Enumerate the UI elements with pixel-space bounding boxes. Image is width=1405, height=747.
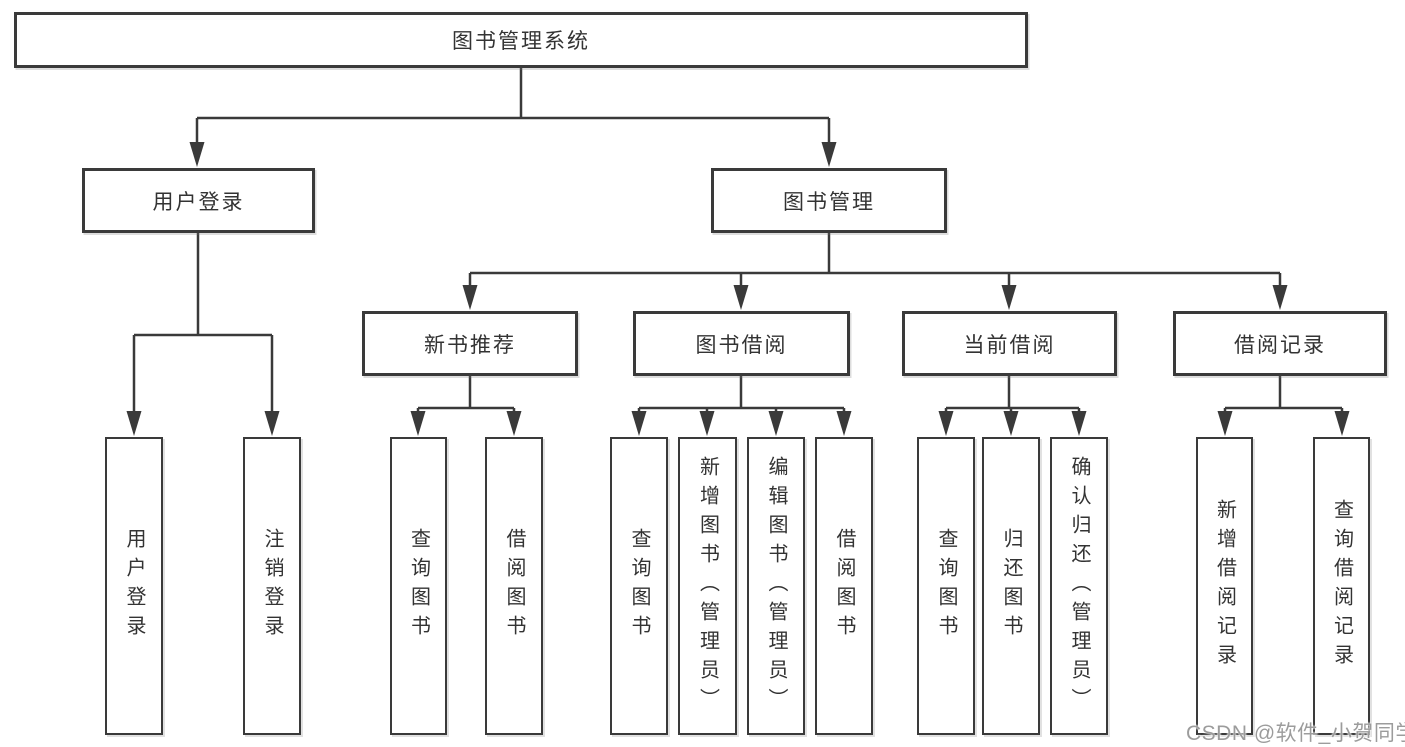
- node-root-system: 图书管理系统: [14, 12, 1028, 68]
- node-label: 图书借阅: [695, 333, 788, 357]
- leaf-borrow-books-recommend: 借阅图书: [485, 437, 543, 735]
- node-label: 查询图书: [628, 528, 650, 644]
- leaf-edit-book-admin: 编辑图书（管理员）: [747, 437, 805, 735]
- node-label: 借阅记录: [1234, 333, 1326, 357]
- node-label: 新增借阅记录: [1213, 499, 1236, 673]
- node-user-login: 用户登录: [82, 168, 315, 233]
- leaf-query-books-current: 查询图书: [917, 437, 975, 735]
- leaf-return-book: 归还图书: [982, 437, 1040, 735]
- node-borrow-records: 借阅记录: [1173, 311, 1387, 376]
- node-label: 借阅图书: [503, 528, 525, 644]
- node-label: 借阅图书: [833, 528, 855, 644]
- node-book-borrowing: 图书借阅: [633, 311, 850, 376]
- leaf-query-books-borrow: 查询图书: [610, 437, 668, 735]
- node-label: 归还图书: [1000, 528, 1022, 644]
- node-label: 图书管理系统: [452, 30, 590, 53]
- csdn-watermark: CSDN @软件_小贺同学: [1186, 722, 1405, 745]
- node-label: 编辑图书（管理员）: [765, 455, 787, 717]
- node-label: 查询图书: [407, 528, 430, 644]
- node-label: 新书推荐: [424, 333, 516, 357]
- node-label: 查询借阅记录: [1330, 499, 1353, 673]
- leaf-query-borrow-record: 查询借阅记录: [1313, 437, 1370, 735]
- node-label: 确认归还（管理员）: [1068, 455, 1090, 717]
- leaf-user-login: 用户登录: [105, 437, 163, 735]
- leaf-logout: 注销登录: [243, 437, 301, 735]
- leaf-add-borrow-record: 新增借阅记录: [1196, 437, 1253, 735]
- node-label: 当前借阅: [963, 333, 1056, 357]
- node-new-book-recommend: 新书推荐: [362, 311, 578, 376]
- node-label: 图书管理: [783, 190, 875, 214]
- node-book-management: 图书管理: [711, 168, 947, 233]
- node-label: 用户登录: [123, 528, 145, 644]
- leaf-confirm-return-admin: 确认归还（管理员）: [1050, 437, 1108, 735]
- leaf-add-book-admin: 新增图书（管理员）: [678, 437, 737, 735]
- leaf-borrow-books: 借阅图书: [815, 437, 873, 735]
- node-label: 用户登录: [152, 190, 245, 214]
- leaf-query-books-recommend: 查询图书: [390, 437, 447, 735]
- node-label: 新增图书（管理员）: [696, 455, 719, 717]
- node-current-borrowing: 当前借阅: [902, 311, 1117, 376]
- node-label: 查询图书: [935, 528, 957, 644]
- node-label: 注销登录: [261, 528, 283, 644]
